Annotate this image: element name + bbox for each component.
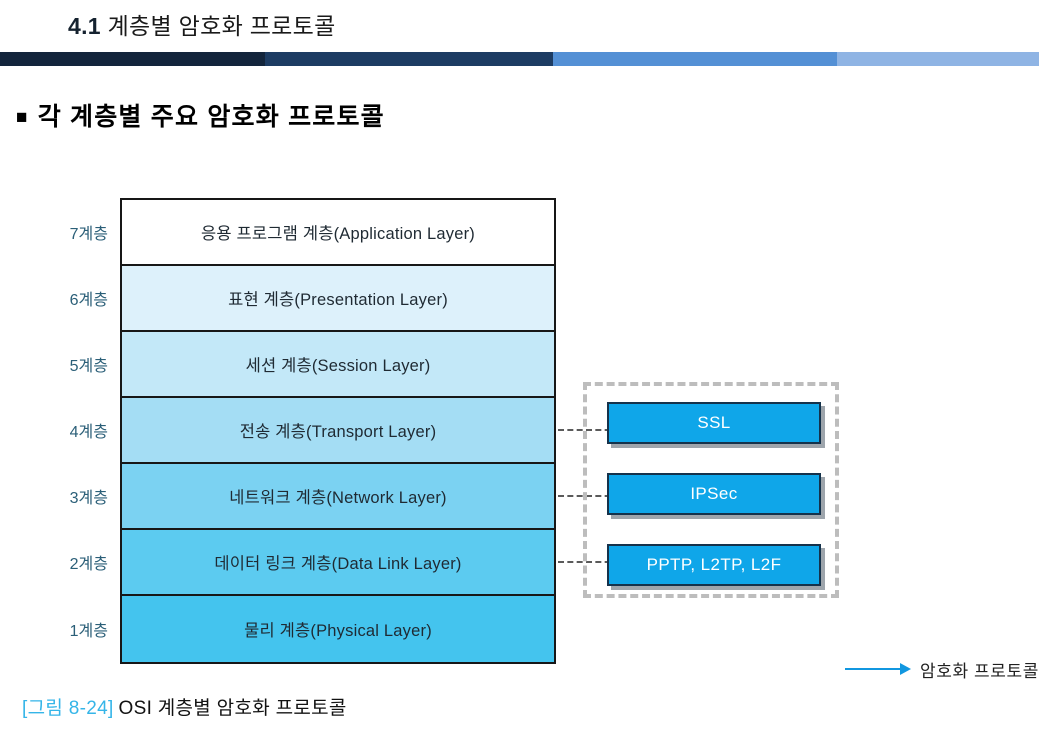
section-heading-text: 각 계층별 주요 암호화 프로토콜 bbox=[37, 103, 385, 131]
osi-layer-tier-label: 2계층 bbox=[69, 556, 108, 573]
osi-layer-row-6: 6계층 표현 계층(Presentation Layer) bbox=[70, 266, 554, 332]
osi-layer-row-5: 5계층 세션 계층(Session Layer) bbox=[70, 332, 554, 398]
header-rule-segment-darkest bbox=[0, 52, 265, 66]
arrow-head-icon bbox=[900, 663, 911, 675]
osi-layer-tier-label: 4계층 bbox=[69, 424, 108, 441]
osi-layer-name: 데이터 링크 계층(Data Link Layer) bbox=[214, 555, 462, 573]
osi-layer-tier-label: 7계층 bbox=[69, 226, 108, 243]
arrow-label: 암호화 프로토콜 bbox=[920, 662, 1039, 681]
osi-layer-tier-label: 6계층 bbox=[69, 292, 108, 309]
figure-caption: [그림 8-24]OSI 계층별 암호화 프로토콜 bbox=[22, 693, 347, 720]
osi-layer-tier-label: 3계층 bbox=[69, 490, 108, 507]
osi-layer-row-4: 4계층 전송 계층(Transport Layer) bbox=[70, 398, 620, 464]
osi-layer-name: 전송 계층(Transport Layer) bbox=[239, 423, 437, 441]
dashed-connector-line bbox=[558, 495, 620, 497]
protocol-box[interactable]: IPSec bbox=[607, 473, 821, 515]
page-title: 4.1 계층별 암호화 프로토콜 bbox=[68, 7, 336, 41]
header-rule-segment-light bbox=[837, 52, 1039, 66]
osi-layer-row-7: 7계층 응용 프로그램 계층(Application Layer) bbox=[70, 200, 554, 266]
dashed-connector-line bbox=[558, 429, 620, 431]
figure-caption-tag: [그림 8-24] bbox=[22, 698, 114, 719]
protocol-box-label: IPSec bbox=[690, 484, 738, 503]
protocol-box-label: PPTP, L2TP, L2F bbox=[646, 555, 782, 574]
osi-layer-tier-label: 1계층 bbox=[69, 623, 108, 640]
osi-layer-stack: 7계층 응용 프로그램 계층(Application Layer) 6계층 표현 계층… bbox=[70, 198, 620, 664]
figure-caption-text: OSI 계층별 암호화 프로토콜 bbox=[118, 698, 347, 719]
arrow-line bbox=[845, 668, 903, 670]
osi-layer-row-2: 2계층 데이터 링크 계층(Data Link Layer) bbox=[70, 530, 620, 596]
osi-layer-row-1: 1계층 물리 계층(Physical Layer) bbox=[70, 596, 554, 662]
protocol-box-label: SSL bbox=[697, 413, 731, 432]
osi-layer-name: 표현 계층(Presentation Layer) bbox=[228, 291, 448, 309]
osi-layer-row-3: 3계층 네트워크 계층(Network Layer) bbox=[70, 464, 620, 530]
page-title-text: 계층별 암호화 프로토콜 bbox=[107, 13, 336, 39]
section-heading: ■ 각 계층별 주요 암호화 프로토콜 bbox=[16, 97, 385, 133]
slide-title-bar: 4.1 계층별 암호화 프로토콜 bbox=[0, 0, 1039, 48]
osi-layer-name: 세션 계층(Session Layer) bbox=[245, 357, 431, 375]
osi-encryption-figure: 7계층 응용 프로그램 계층(Application Layer) 6계층 표현 계층… bbox=[0, 170, 1039, 690]
protocol-box[interactable]: SSL bbox=[607, 402, 821, 444]
osi-layer-tier-label: 5계층 bbox=[69, 358, 108, 375]
protocol-box[interactable]: PPTP, L2TP, L2F bbox=[607, 544, 821, 586]
header-color-rule bbox=[0, 52, 1039, 66]
osi-layer-name: 응용 프로그램 계층(Application Layer) bbox=[201, 225, 475, 243]
osi-layer-name: 네트워크 계층(Network Layer) bbox=[229, 489, 447, 507]
square-bullet-icon: ■ bbox=[16, 107, 29, 128]
header-rule-segment-dark bbox=[265, 52, 553, 66]
header-rule-segment-medium bbox=[553, 52, 837, 66]
page-title-number: 4.1 bbox=[68, 13, 101, 39]
dashed-connector-line bbox=[558, 561, 620, 563]
osi-layer-name: 물리 계층(Physical Layer) bbox=[244, 622, 432, 640]
